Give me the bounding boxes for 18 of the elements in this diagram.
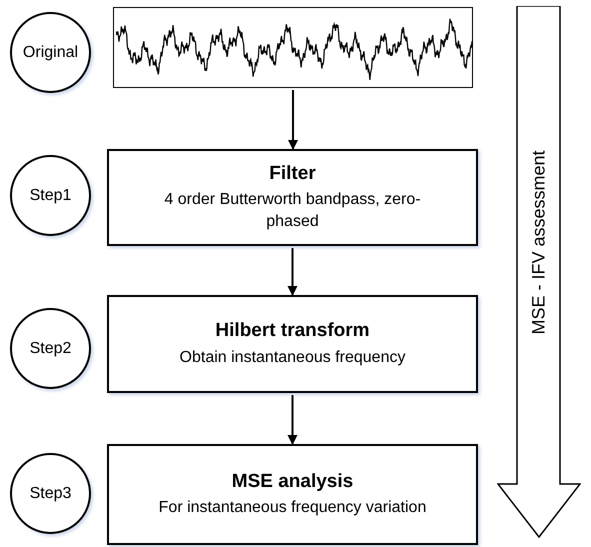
assessment-label: MSE - IFV assessment [528, 150, 550, 334]
process-title: MSE analysis [232, 470, 354, 494]
arrow [288, 395, 298, 445]
arrow [288, 90, 298, 150]
step-label: Step3 [30, 484, 72, 504]
process-description: For instantaneous frequency variation [158, 498, 426, 518]
step-label: Step1 [30, 186, 72, 206]
arrow [288, 248, 298, 296]
process-box [107, 149, 478, 246]
process-box [107, 295, 478, 393]
signal-waveform-panel [113, 7, 473, 88]
process-description: Obtain instantaneous frequency [180, 348, 406, 368]
process-title: Hilbert transform [215, 319, 370, 343]
process-box [107, 444, 478, 545]
step-label: Step2 [30, 338, 72, 358]
process-title: Filter [269, 162, 316, 186]
step-label: Original [22, 42, 78, 62]
process-description: 4 order Butterworth bandpass, zero-phased [163, 190, 422, 232]
